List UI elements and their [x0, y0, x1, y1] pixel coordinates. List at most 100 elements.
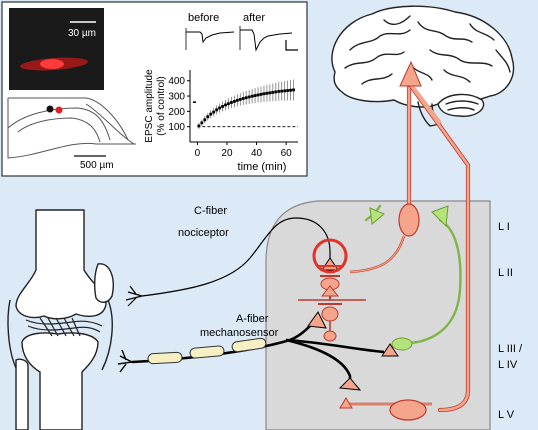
data-point [200, 121, 204, 125]
ltp-synapse-highlight-ring [312, 238, 348, 274]
a-fiber-terminal-deep [338, 377, 362, 391]
data-point [218, 106, 221, 110]
lamina-1-dendrite [349, 235, 405, 273]
joint-capsule [101, 299, 113, 371]
data-point [280, 89, 284, 93]
data-point [206, 115, 210, 119]
green-interneuron-axon [402, 218, 462, 346]
epsc-trace-before [186, 31, 235, 44]
data-point [215, 108, 219, 112]
data-point [253, 94, 257, 97]
data-point [256, 93, 260, 97]
green-interneuron-soma [391, 337, 413, 351]
data-point [232, 100, 236, 103]
a-fiber-endings [117, 349, 133, 373]
brain-outline [331, 5, 515, 109]
brain-fold [495, 49, 511, 73]
c-fiber-free-endings [125, 285, 143, 307]
data-point [250, 94, 254, 98]
y-axis-label-line1: EPSC amplitude [144, 69, 155, 143]
spinal-slice-schematic [7, 97, 136, 159]
lamina-5-wdr-neuron [389, 399, 427, 421]
lamina-2-chain-soma-lower [323, 330, 337, 342]
x-tick-label: 40 [251, 148, 263, 159]
c-fiber-nociceptor [125, 217, 331, 307]
brain-fold [417, 21, 473, 43]
data-point [268, 91, 272, 95]
brain-fold [383, 15, 411, 26]
trace-scale-bar [285, 40, 298, 51]
y-tick-label: 400 [168, 76, 185, 87]
tibia [21, 332, 99, 430]
joint-capsule [7, 299, 17, 369]
data-point [224, 103, 227, 107]
trace-label-after: after [243, 12, 265, 24]
data-point [289, 88, 293, 92]
brain-fold [344, 51, 405, 69]
a-fiber-terminal-middle [381, 343, 399, 357]
data-point [203, 118, 207, 122]
recording-site-red [55, 106, 63, 114]
label-lamina-2: L II [498, 267, 513, 279]
c-fiber-axon [141, 217, 331, 297]
y-tick-label: 200 [168, 107, 185, 118]
data-point [265, 91, 269, 95]
projection-arrowhead [399, 60, 422, 87]
data-point [241, 97, 245, 100]
data-point [262, 92, 266, 96]
scale-bar-30um-label: 30 µm [68, 28, 96, 39]
label-lamina-3-4-line2: L IV [498, 359, 518, 371]
femur [15, 209, 107, 320]
label-nociceptor: nociceptor [178, 227, 229, 239]
label-lamina-1: L I [498, 221, 510, 233]
data-point [292, 88, 295, 92]
ascending-projections [399, 60, 471, 413]
patella [93, 263, 114, 303]
cerebellum [437, 93, 485, 117]
labeled-neuron-soma [40, 59, 64, 69]
projection-tract-lamina-5 [409, 84, 470, 412]
data-points [197, 79, 295, 129]
lamina-5-terminal [339, 397, 353, 409]
brain-fold [443, 69, 471, 83]
lamina-1-projection-neuron [398, 203, 420, 237]
cerebellum-fold [447, 107, 475, 111]
data-point [209, 112, 213, 116]
meniscus-ligaments [25, 317, 103, 337]
data-point [277, 90, 281, 93]
green-interneuron-soma [369, 207, 385, 225]
thalamic-projection [409, 82, 442, 124]
data-point [271, 90, 275, 94]
brain-fold [429, 49, 493, 67]
x-tick-label: 20 [221, 148, 233, 159]
data-point [197, 124, 201, 128]
lamina-labels: L I L II L III / L IV L V [498, 221, 523, 421]
myelin-sheath [147, 337, 267, 365]
y-axis-label-line2: (% of control) [156, 76, 167, 135]
brain-illustration [331, 5, 515, 127]
x-tick-label: 0 [195, 148, 201, 159]
epsc-trace-after [240, 29, 293, 52]
fiber-labels: C-fiber nociceptor A-fiber mechanosensor [178, 205, 279, 339]
a-fiber-collateral [285, 338, 385, 354]
data-point [244, 96, 248, 100]
label-a-fiber: A-fiber [236, 313, 269, 325]
data-point [247, 95, 251, 99]
a-fiber-terminal-upper [307, 311, 327, 329]
brain-fold [349, 29, 411, 51]
data-point [221, 105, 224, 108]
data-point [230, 101, 233, 104]
brain-fold [361, 73, 393, 85]
a-fiber-collateral [285, 338, 352, 388]
scale-bar-500um-label: 500 µm [80, 160, 114, 171]
knee-joint-illustration [7, 209, 114, 430]
data-point [235, 98, 239, 102]
brain-fold [469, 23, 495, 41]
fibula [15, 358, 29, 430]
green-interneuron-soma [431, 205, 449, 228]
